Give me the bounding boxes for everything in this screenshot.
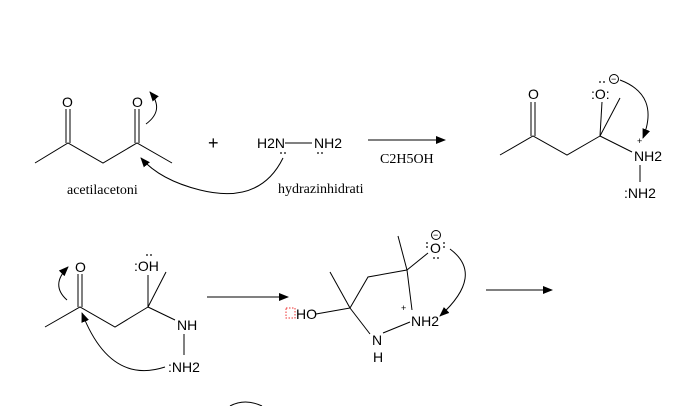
nh-group: NH [177,317,197,333]
carbinolamine-intermediate: O :OH NH :NH2 [44,254,200,375]
partial-structure-arc [229,401,263,406]
hydrazine-right: NH2 [314,135,342,151]
ring-hydrogen: H [373,349,383,365]
carbonyl-oxygen: O [75,259,86,275]
ring-nitrogen: N [372,332,382,348]
plus-sign: + [208,133,219,153]
curved-arrow [145,91,159,125]
negative-charge: − [433,230,438,240]
ammonium-group: NH2 [634,148,662,164]
carbonyl-oxygen: O [132,94,143,110]
terminal-amine: :NH2 [624,185,656,201]
terminal-amine: :NH2 [168,359,200,375]
hydroxyl-group: :OH [134,258,159,274]
proton-transfer-arrow [439,248,466,317]
carbonyl-oxygen: O [528,86,539,102]
alkoxide-oxygen: O [430,240,441,256]
selection-marker [285,307,296,319]
hydrazine-left: H2N [257,135,285,151]
hydrazine-structure: H2N NH2 [257,135,342,154]
hydroxyl-group: HO [296,306,317,322]
nucleophilic-attack-arrow [140,157,284,195]
acetylacetone-structure: O O [34,91,173,164]
positive-charge: + [401,303,406,313]
curved-arrow [58,266,69,301]
ammonium-group: NH2 [411,313,439,329]
alkoxide-oxygen: :O: [591,86,610,102]
positive-charge: + [637,136,642,146]
negative-charge: − [611,74,616,84]
cyclization-arrow [81,312,166,371]
tetrahedral-intermediate: O :O: − + NH2 :NH2 [499,74,662,201]
hydrazine-label: hydrazinhidrati [278,182,364,197]
acetylacetone-label: acetilacetoni [67,183,138,198]
solvent-label: C2H5OH [380,152,434,167]
carbonyl-oxygen: O [62,94,73,110]
proton-transfer-arrow [619,79,651,139]
pyrazolidine-intermediate: HO N H + NH2 O − [285,230,466,365]
